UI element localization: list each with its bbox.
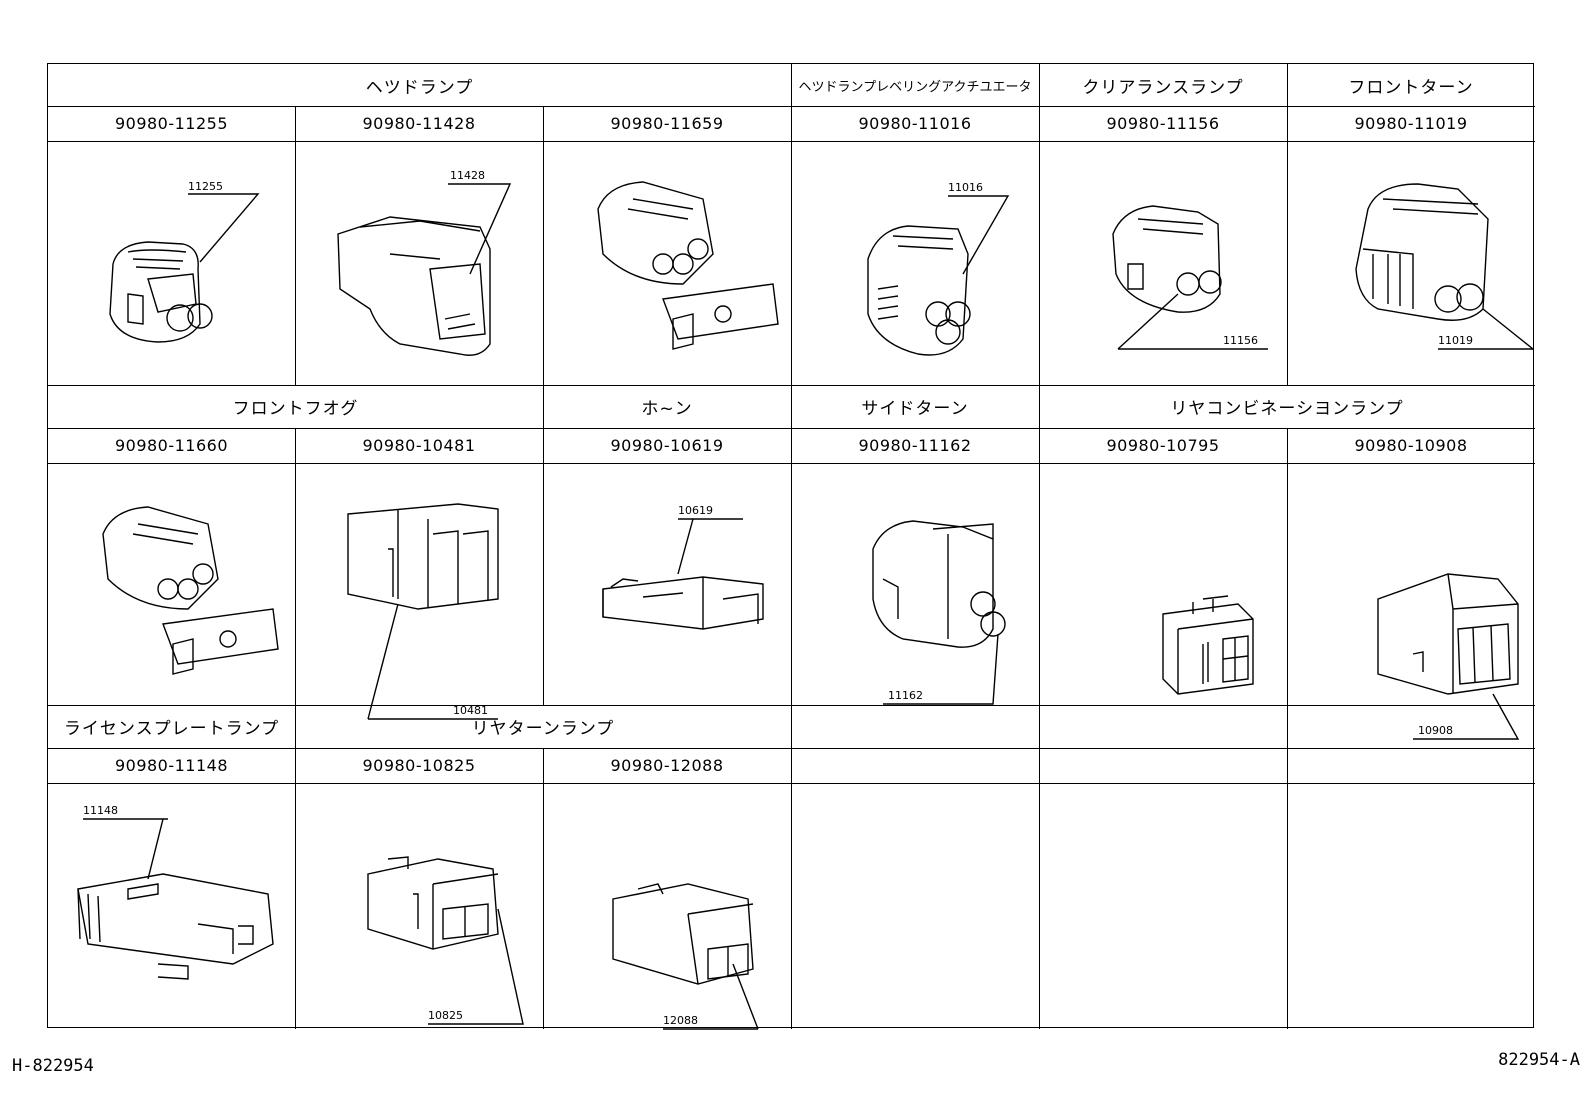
callout-label: 11428 — [450, 169, 485, 182]
section-heading: リヤコンビネーシヨンランプ — [1170, 399, 1404, 419]
connector-drawing-10795 — [1128, 584, 1268, 714]
connector-drawing-11255: 11255 — [88, 164, 268, 369]
col-divider — [543, 748, 544, 1029]
col-divider — [295, 428, 296, 705]
col-divider — [295, 705, 296, 1029]
col-divider — [1039, 64, 1040, 385]
section-heading: ヘツドランプ — [365, 77, 474, 98]
connector-drawing-11016: 11016 — [838, 164, 1028, 374]
callout-label: 11019 — [1438, 334, 1473, 347]
connector-drawing-11162: 11162 — [843, 479, 1033, 705]
col-divider — [1039, 385, 1040, 705]
section-heading: リヤターンランプ — [471, 719, 615, 739]
connector-drawing-11156: 11156 — [1098, 164, 1288, 374]
section-heading: サイドターン — [861, 399, 969, 419]
part-number: 90980-10908 — [1354, 436, 1468, 455]
callout-label: 10825 — [428, 1009, 463, 1022]
callout-label: 12088 — [663, 1014, 698, 1027]
section-heading: クリアランスランプ — [1082, 77, 1244, 98]
connector-drawing-11660 — [88, 474, 288, 699]
section-heading: フロントターン — [1348, 77, 1474, 98]
part-number: 90980-10481 — [362, 436, 476, 455]
part-number: 90980-10619 — [610, 436, 724, 455]
callout-label: 10908 — [1418, 724, 1453, 737]
section-heading: ライセンスプレートランプ — [63, 719, 280, 739]
connector-drawing-11428: 11428 — [330, 159, 530, 374]
col-divider — [295, 106, 296, 385]
col-divider — [791, 705, 792, 1029]
col-divider — [1287, 64, 1288, 385]
connector-drawing-10481: 10481 — [338, 489, 538, 720]
connector-drawing-11659 — [583, 154, 783, 379]
callout-label: 10481 — [453, 704, 488, 717]
connector-drawing-12088: 12088 — [608, 859, 788, 1059]
part-number: 90980-11255 — [114, 114, 229, 133]
callout-label: 10619 — [678, 504, 713, 517]
part-number: 90980-11019 — [1354, 114, 1468, 133]
callout-label: 11016 — [948, 181, 983, 194]
part-number: 90980-10795 — [1106, 436, 1220, 455]
part-number: 90980-10825 — [362, 756, 476, 775]
col-divider — [791, 385, 792, 705]
col-divider — [543, 385, 544, 705]
part-number: 90980-11156 — [1106, 114, 1220, 133]
connector-drawing-10908: 10908 — [1338, 554, 1538, 754]
drawing-code-right: 822954-A — [1498, 1050, 1580, 1070]
col-divider — [1039, 705, 1040, 1029]
callout-label: 11162 — [888, 689, 923, 702]
col-divider — [543, 106, 544, 385]
connector-drawing-10825: 10825 — [358, 829, 538, 1029]
part-number: 90980-11162 — [858, 436, 972, 455]
connector-drawing-10619: 10619 — [593, 489, 793, 689]
part-number: 90980-12088 — [610, 756, 724, 775]
connector-drawing-11148: 11148 — [68, 804, 283, 1014]
col-divider — [1287, 428, 1288, 705]
part-number: 90980-11660 — [114, 436, 229, 455]
drawing-code-left: H-822954 — [12, 1056, 94, 1076]
section-heading: ホ~ン — [641, 399, 693, 419]
section-heading: ヘツドランプレベリングアクチユエータ — [798, 79, 1032, 95]
callout-label: 11255 — [188, 180, 223, 193]
section-heading: フロントフオグ — [232, 399, 359, 419]
part-number: 90980-11428 — [362, 114, 476, 133]
part-number: 90980-11148 — [114, 756, 229, 775]
callout-label: 11156 — [1223, 334, 1258, 347]
callout-label: 11148 — [83, 804, 118, 817]
col-divider — [1287, 705, 1288, 1029]
col-divider — [791, 64, 792, 385]
part-number: 90980-11659 — [610, 114, 724, 133]
connector-drawing-11019: 11019 — [1338, 159, 1538, 384]
part-number: 90980-11016 — [858, 114, 972, 133]
connector-table: ヘツドランプ ヘツドランプレベリングアクチユエータ クリアランスランプ フロント… — [47, 63, 1535, 1030]
